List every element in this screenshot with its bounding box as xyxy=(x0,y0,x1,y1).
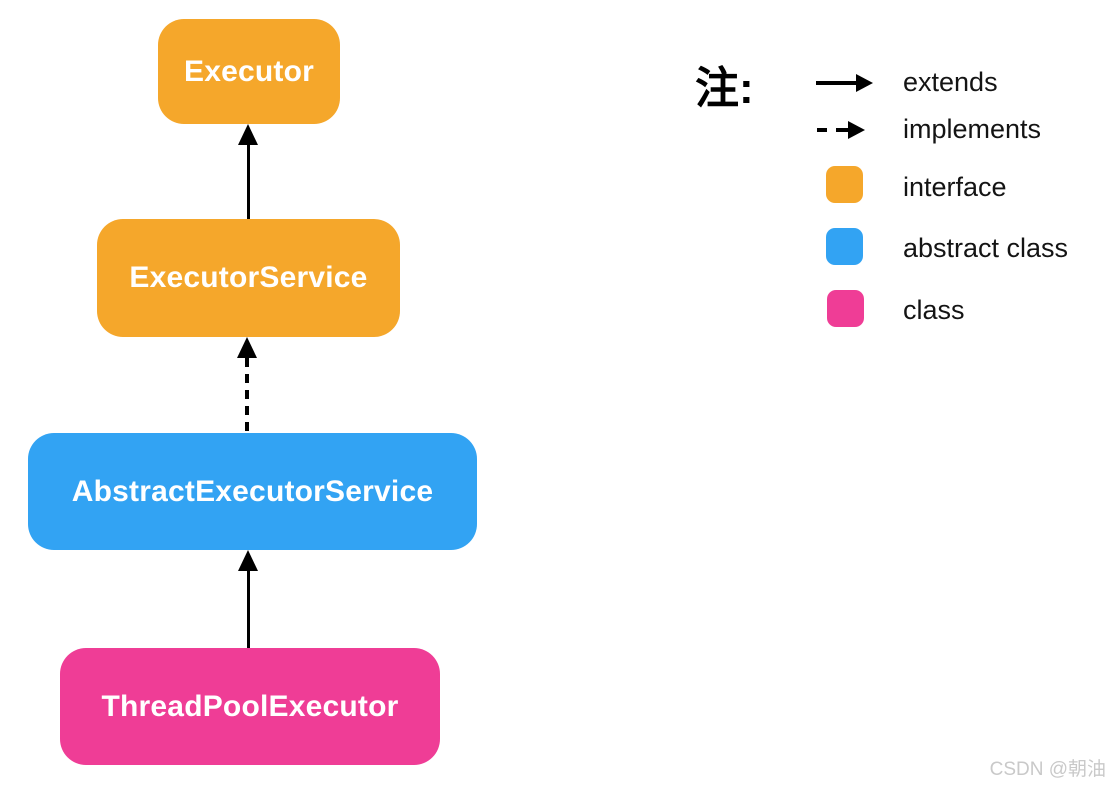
arrowhead-up-icon xyxy=(238,550,258,571)
arrowhead-up-icon xyxy=(237,337,257,358)
legend-solid-arrow-shaft xyxy=(816,81,856,85)
solid-arrow-shaft xyxy=(246,145,250,219)
legend-dashed-arrow-stub xyxy=(836,128,848,132)
legend-abstract-class-label: abstract class xyxy=(903,233,1069,263)
node-executorservice-label: ExecutorService xyxy=(129,261,368,294)
node-threadpoolexecutor-label: ThreadPoolExecutor xyxy=(101,689,399,723)
solid-arrow-shaft xyxy=(246,571,250,648)
extends-arrow-executorservice-to-executor xyxy=(237,124,259,219)
legend-interface-color-swatch xyxy=(826,166,863,203)
legend-solid-arrow-icon xyxy=(816,74,873,92)
legend-class-color-swatch xyxy=(827,290,864,327)
legend-dashed-arrow-icon xyxy=(817,121,865,139)
legend-abstract-class-color-swatch xyxy=(826,228,863,265)
node-executor-label: Executor xyxy=(184,54,314,88)
legend-class-label: class xyxy=(903,295,965,325)
legend-implements-label: implements xyxy=(903,114,1042,144)
node-executor-interface: Executor xyxy=(158,19,340,124)
legend-dashed-arrowhead-icon xyxy=(848,121,865,139)
legend-solid-arrowhead-icon xyxy=(856,74,873,92)
legend-note-label: 注: xyxy=(695,64,754,113)
csdn-watermark: CSDN @朝油 xyxy=(989,759,1106,780)
node-threadpoolexecutor-class: ThreadPoolExecutor xyxy=(60,648,440,765)
node-abstractexecutorservice-abstract-class: AbstractExecutorService xyxy=(28,433,477,550)
implements-arrow-abstractexecutorservice-to-executorservice xyxy=(236,337,258,433)
node-abstractexecutorservice-label: AbstractExecutorService xyxy=(71,474,434,508)
legend-dashed-arrow-dash xyxy=(817,128,827,132)
legend-interface-label: interface xyxy=(903,172,1007,202)
extends-arrow-threadpoolexecutor-to-abstractexecutorservice xyxy=(237,550,259,648)
node-executorservice-interface: ExecutorService xyxy=(97,219,400,337)
dashed-arrow-shaft xyxy=(245,358,249,433)
legend-extends-label: extends xyxy=(903,67,998,97)
arrowhead-up-icon xyxy=(238,124,258,145)
